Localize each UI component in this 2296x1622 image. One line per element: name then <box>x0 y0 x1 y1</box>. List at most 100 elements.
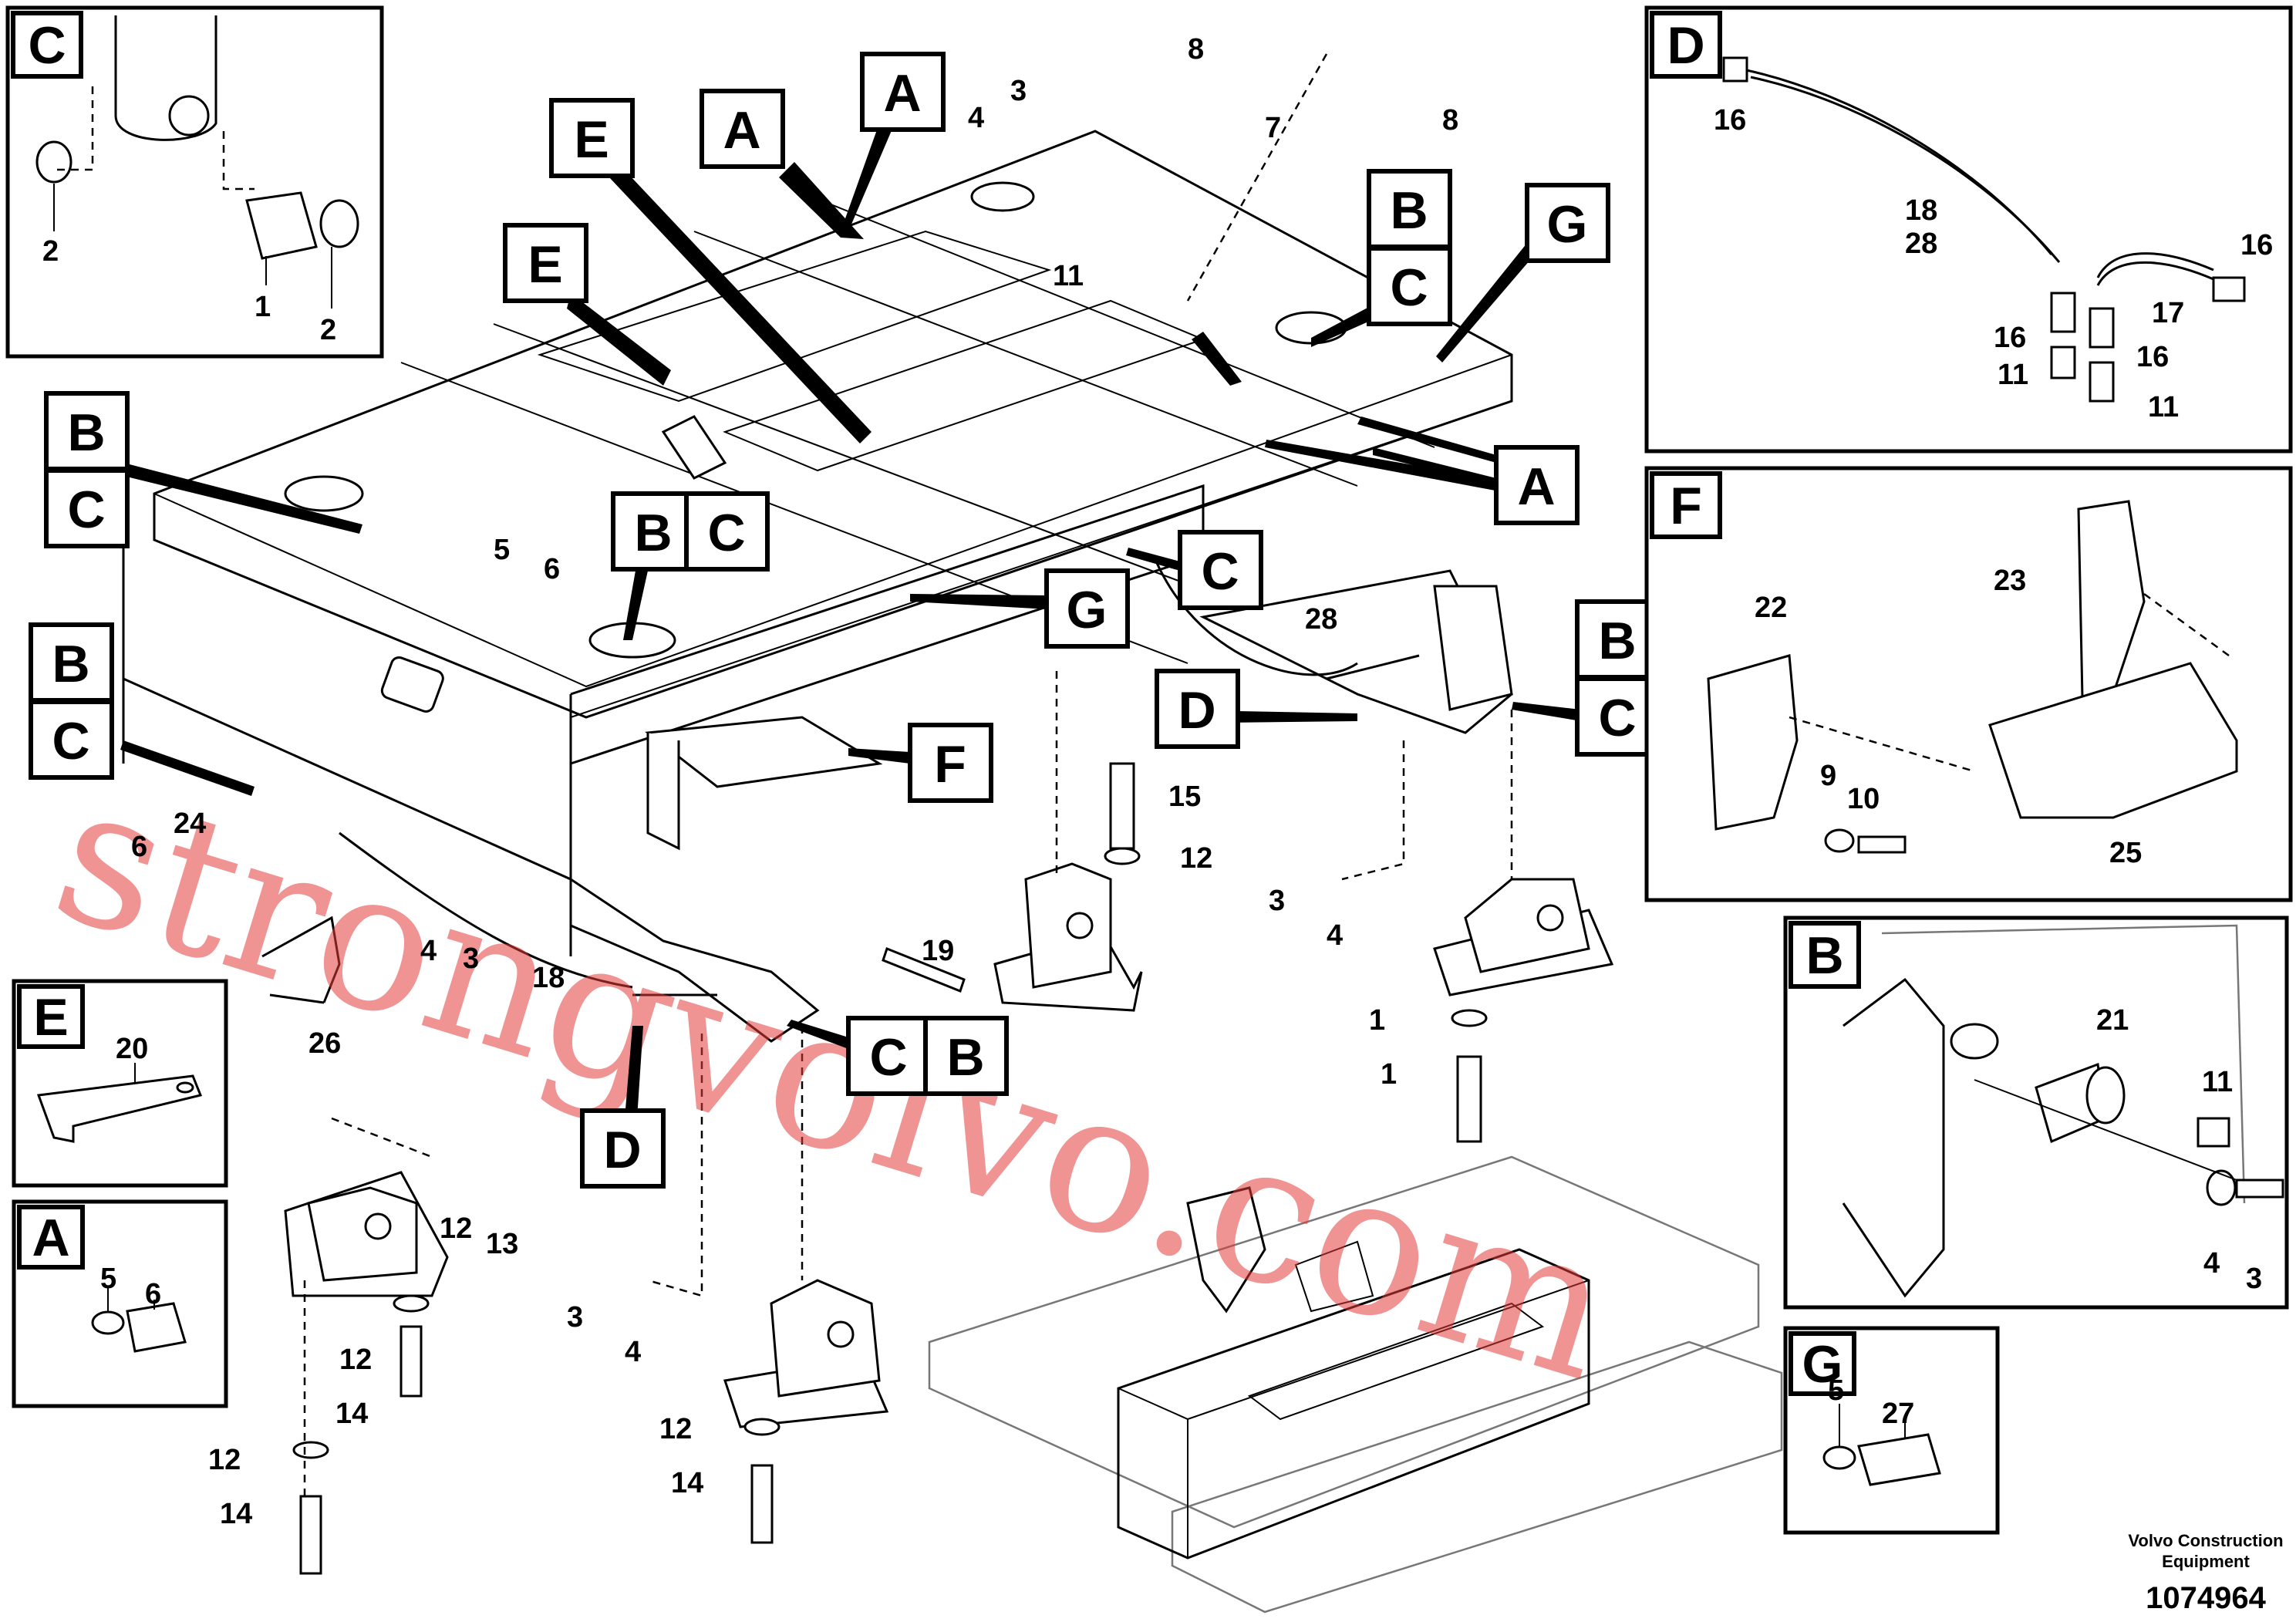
svg-text:4: 4 <box>2203 1247 2220 1280</box>
svg-text:C: C <box>1598 689 1636 747</box>
part-label: 3 <box>463 943 479 975</box>
svg-text:28: 28 <box>1905 228 1937 260</box>
part-label: 18 <box>532 962 565 994</box>
svg-text:F: F <box>1670 477 1702 535</box>
svg-text:F: F <box>934 735 966 794</box>
callout-b-lower: B <box>923 1016 1009 1096</box>
svg-text:D: D <box>1667 16 1704 75</box>
part-label: 3 <box>1010 75 1027 107</box>
svg-text:E: E <box>33 988 68 1047</box>
svg-text:17: 17 <box>2152 297 2184 329</box>
callout-b-left: B <box>44 391 130 471</box>
svg-text:C: C <box>28 16 66 75</box>
svg-text:B: B <box>946 1028 984 1087</box>
svg-text:22: 22 <box>1755 592 1787 624</box>
callout-e-mid: E <box>503 223 588 303</box>
callout-b-mid: B <box>1367 169 1452 249</box>
part-label: 4 <box>1327 919 1343 952</box>
svg-text:2: 2 <box>42 235 59 268</box>
part-label: 6 <box>131 831 147 863</box>
part-label: 1 <box>1369 1004 1385 1037</box>
part-label: 8 <box>1188 33 1204 66</box>
svg-text:5: 5 <box>100 1263 116 1295</box>
svg-text:A: A <box>723 101 760 160</box>
svg-text:G: G <box>1067 581 1108 639</box>
svg-text:B: B <box>67 403 105 462</box>
svg-text:C: C <box>1390 258 1428 317</box>
svg-text:16: 16 <box>1714 104 1746 137</box>
inset-a: A 5 6 <box>12 1199 228 1408</box>
svg-text:11: 11 <box>2202 1066 2233 1098</box>
svg-text:16: 16 <box>2240 229 2273 261</box>
callout-f-step: F <box>908 723 993 803</box>
svg-text:2: 2 <box>320 314 336 346</box>
part-label: 6 <box>544 553 560 585</box>
svg-text:D: D <box>603 1121 641 1179</box>
part-label: 4 <box>968 102 984 134</box>
part-label: 4 <box>420 935 437 967</box>
svg-text:20: 20 <box>116 1033 148 1065</box>
publisher-line1: Volvo Construction <box>2128 1531 2283 1550</box>
callout-g-center: G <box>1044 568 1130 649</box>
callout-g-top: G <box>1525 183 1610 263</box>
callout-b-center: B <box>611 491 696 572</box>
callout-c-center: C <box>684 491 770 572</box>
svg-text:18: 18 <box>1905 194 1937 227</box>
svg-text:B: B <box>1805 926 1843 985</box>
callout-b-lower-left: B <box>29 622 114 703</box>
publisher-block: Volvo Construction Equipment 1074964 <box>2128 1531 2283 1615</box>
part-label: 4 <box>625 1336 641 1368</box>
part-label: 12 <box>1180 842 1212 875</box>
part-label: 26 <box>308 1027 341 1060</box>
callout-d-hose: D <box>1155 669 1240 749</box>
callout-a-top2: A <box>860 52 946 132</box>
svg-text:C: C <box>869 1028 907 1087</box>
part-label: 3 <box>1269 885 1285 917</box>
callout-d-lower: D <box>580 1108 666 1189</box>
lower-mount-parts <box>261 53 1614 1575</box>
callout-e-top: E <box>549 98 635 178</box>
part-label: 7 <box>1265 112 1281 144</box>
part-label: 24 <box>174 808 206 840</box>
svg-text:D: D <box>1178 681 1215 740</box>
part-label: 14 <box>335 1398 368 1430</box>
svg-text:5: 5 <box>1828 1374 1844 1407</box>
part-label: 12 <box>208 1444 241 1476</box>
svg-text:23: 23 <box>1994 565 2026 597</box>
inset-e: E 20 <box>12 979 228 1188</box>
part-label: 15 <box>1168 781 1201 813</box>
svg-text:C: C <box>67 481 105 539</box>
callout-c-lower-left: C <box>29 700 114 780</box>
svg-text:B: B <box>634 504 672 562</box>
svg-text:16: 16 <box>1994 322 2026 354</box>
inset-d: D 16 18 28 16 17 16 11 16 11 <box>1644 5 2293 454</box>
svg-text:A: A <box>1517 457 1555 516</box>
callout-a-top: A <box>700 89 785 169</box>
svg-text:C: C <box>707 504 745 562</box>
svg-text:1: 1 <box>255 291 271 323</box>
part-label: 5 <box>494 534 510 566</box>
svg-text:E: E <box>574 110 609 169</box>
svg-text:25: 25 <box>2109 837 2142 869</box>
part-label: 11 <box>1053 260 1084 292</box>
inset-c: C 2 1 2 <box>5 5 384 359</box>
part-label: 1 <box>1381 1058 1397 1091</box>
callout-c-mid: C <box>1367 246 1452 326</box>
svg-text:6: 6 <box>145 1278 161 1310</box>
svg-text:G: G <box>1547 195 1588 254</box>
part-label: 12 <box>440 1212 472 1245</box>
part-label: 8 <box>1442 104 1458 137</box>
callout-a-right: A <box>1494 445 1580 525</box>
part-label: 14 <box>220 1498 252 1530</box>
svg-text:B: B <box>52 635 89 693</box>
svg-text:27: 27 <box>1882 1398 1914 1430</box>
svg-text:C: C <box>1201 542 1239 601</box>
part-label: 12 <box>339 1344 372 1376</box>
drawing-number: 1074964 <box>2146 1581 2266 1615</box>
callout-c-left: C <box>44 468 130 548</box>
part-label: 19 <box>922 935 954 967</box>
part-label: 14 <box>671 1467 703 1499</box>
svg-text:3: 3 <box>2246 1263 2262 1295</box>
svg-text:A: A <box>883 64 921 123</box>
